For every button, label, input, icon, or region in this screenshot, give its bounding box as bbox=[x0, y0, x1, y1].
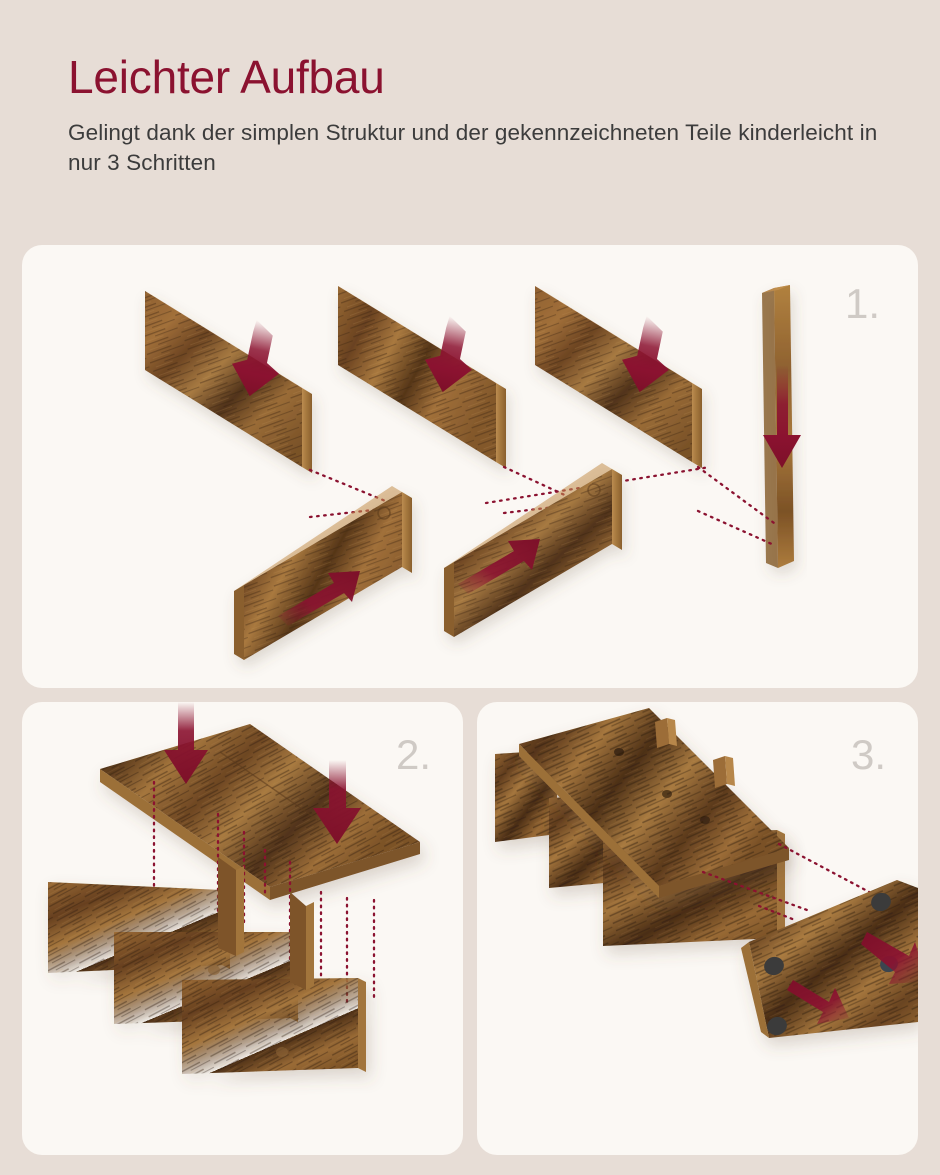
wood-board bbox=[535, 286, 702, 468]
top-panel bbox=[100, 724, 420, 900]
support-peg bbox=[655, 718, 677, 748]
alignment-dotted-lines bbox=[701, 842, 875, 922]
assembly-arrow-up-left bbox=[787, 980, 849, 1024]
step-3-illustration bbox=[477, 702, 918, 1155]
assembly-arrow-down bbox=[763, 365, 801, 468]
assembly-arrow-down bbox=[425, 315, 472, 393]
assembly-arrow-down bbox=[313, 760, 361, 844]
step-panel-1: 1. bbox=[22, 245, 918, 688]
step-panel-3: 3. bbox=[477, 702, 918, 1155]
page-title: Leichter Aufbau bbox=[68, 51, 385, 103]
assembly-arrow-down bbox=[164, 702, 208, 784]
wood-board bbox=[338, 286, 506, 468]
assembly-arrow-up-right bbox=[278, 571, 360, 626]
wood-board bbox=[182, 978, 366, 1074]
step-number-3: 3. bbox=[850, 731, 886, 778]
step-number-2: 2. bbox=[395, 731, 431, 778]
step-1-illustration bbox=[22, 245, 918, 688]
support-leg bbox=[218, 857, 244, 956]
top-panel bbox=[519, 708, 789, 898]
assembly-arrow-up-left bbox=[861, 932, 918, 984]
step-panel-2: 2. bbox=[22, 702, 463, 1155]
assembly-arrow-up-right bbox=[458, 539, 540, 594]
back-panel bbox=[741, 880, 918, 1038]
assembly-arrow-down bbox=[622, 315, 669, 393]
support-leg bbox=[290, 892, 314, 990]
page-header: Leichter Aufbau Gelingt dank der simplen… bbox=[68, 51, 918, 179]
wood-board bbox=[145, 291, 312, 473]
page-subtitle: Gelingt dank der simplen Struktur und de… bbox=[68, 119, 878, 176]
step-2-illustration bbox=[22, 702, 463, 1155]
support-peg bbox=[713, 756, 735, 788]
assembly-arrow-down bbox=[232, 319, 279, 397]
wood-board bbox=[234, 486, 412, 660]
step-number-1: 1. bbox=[844, 280, 880, 327]
